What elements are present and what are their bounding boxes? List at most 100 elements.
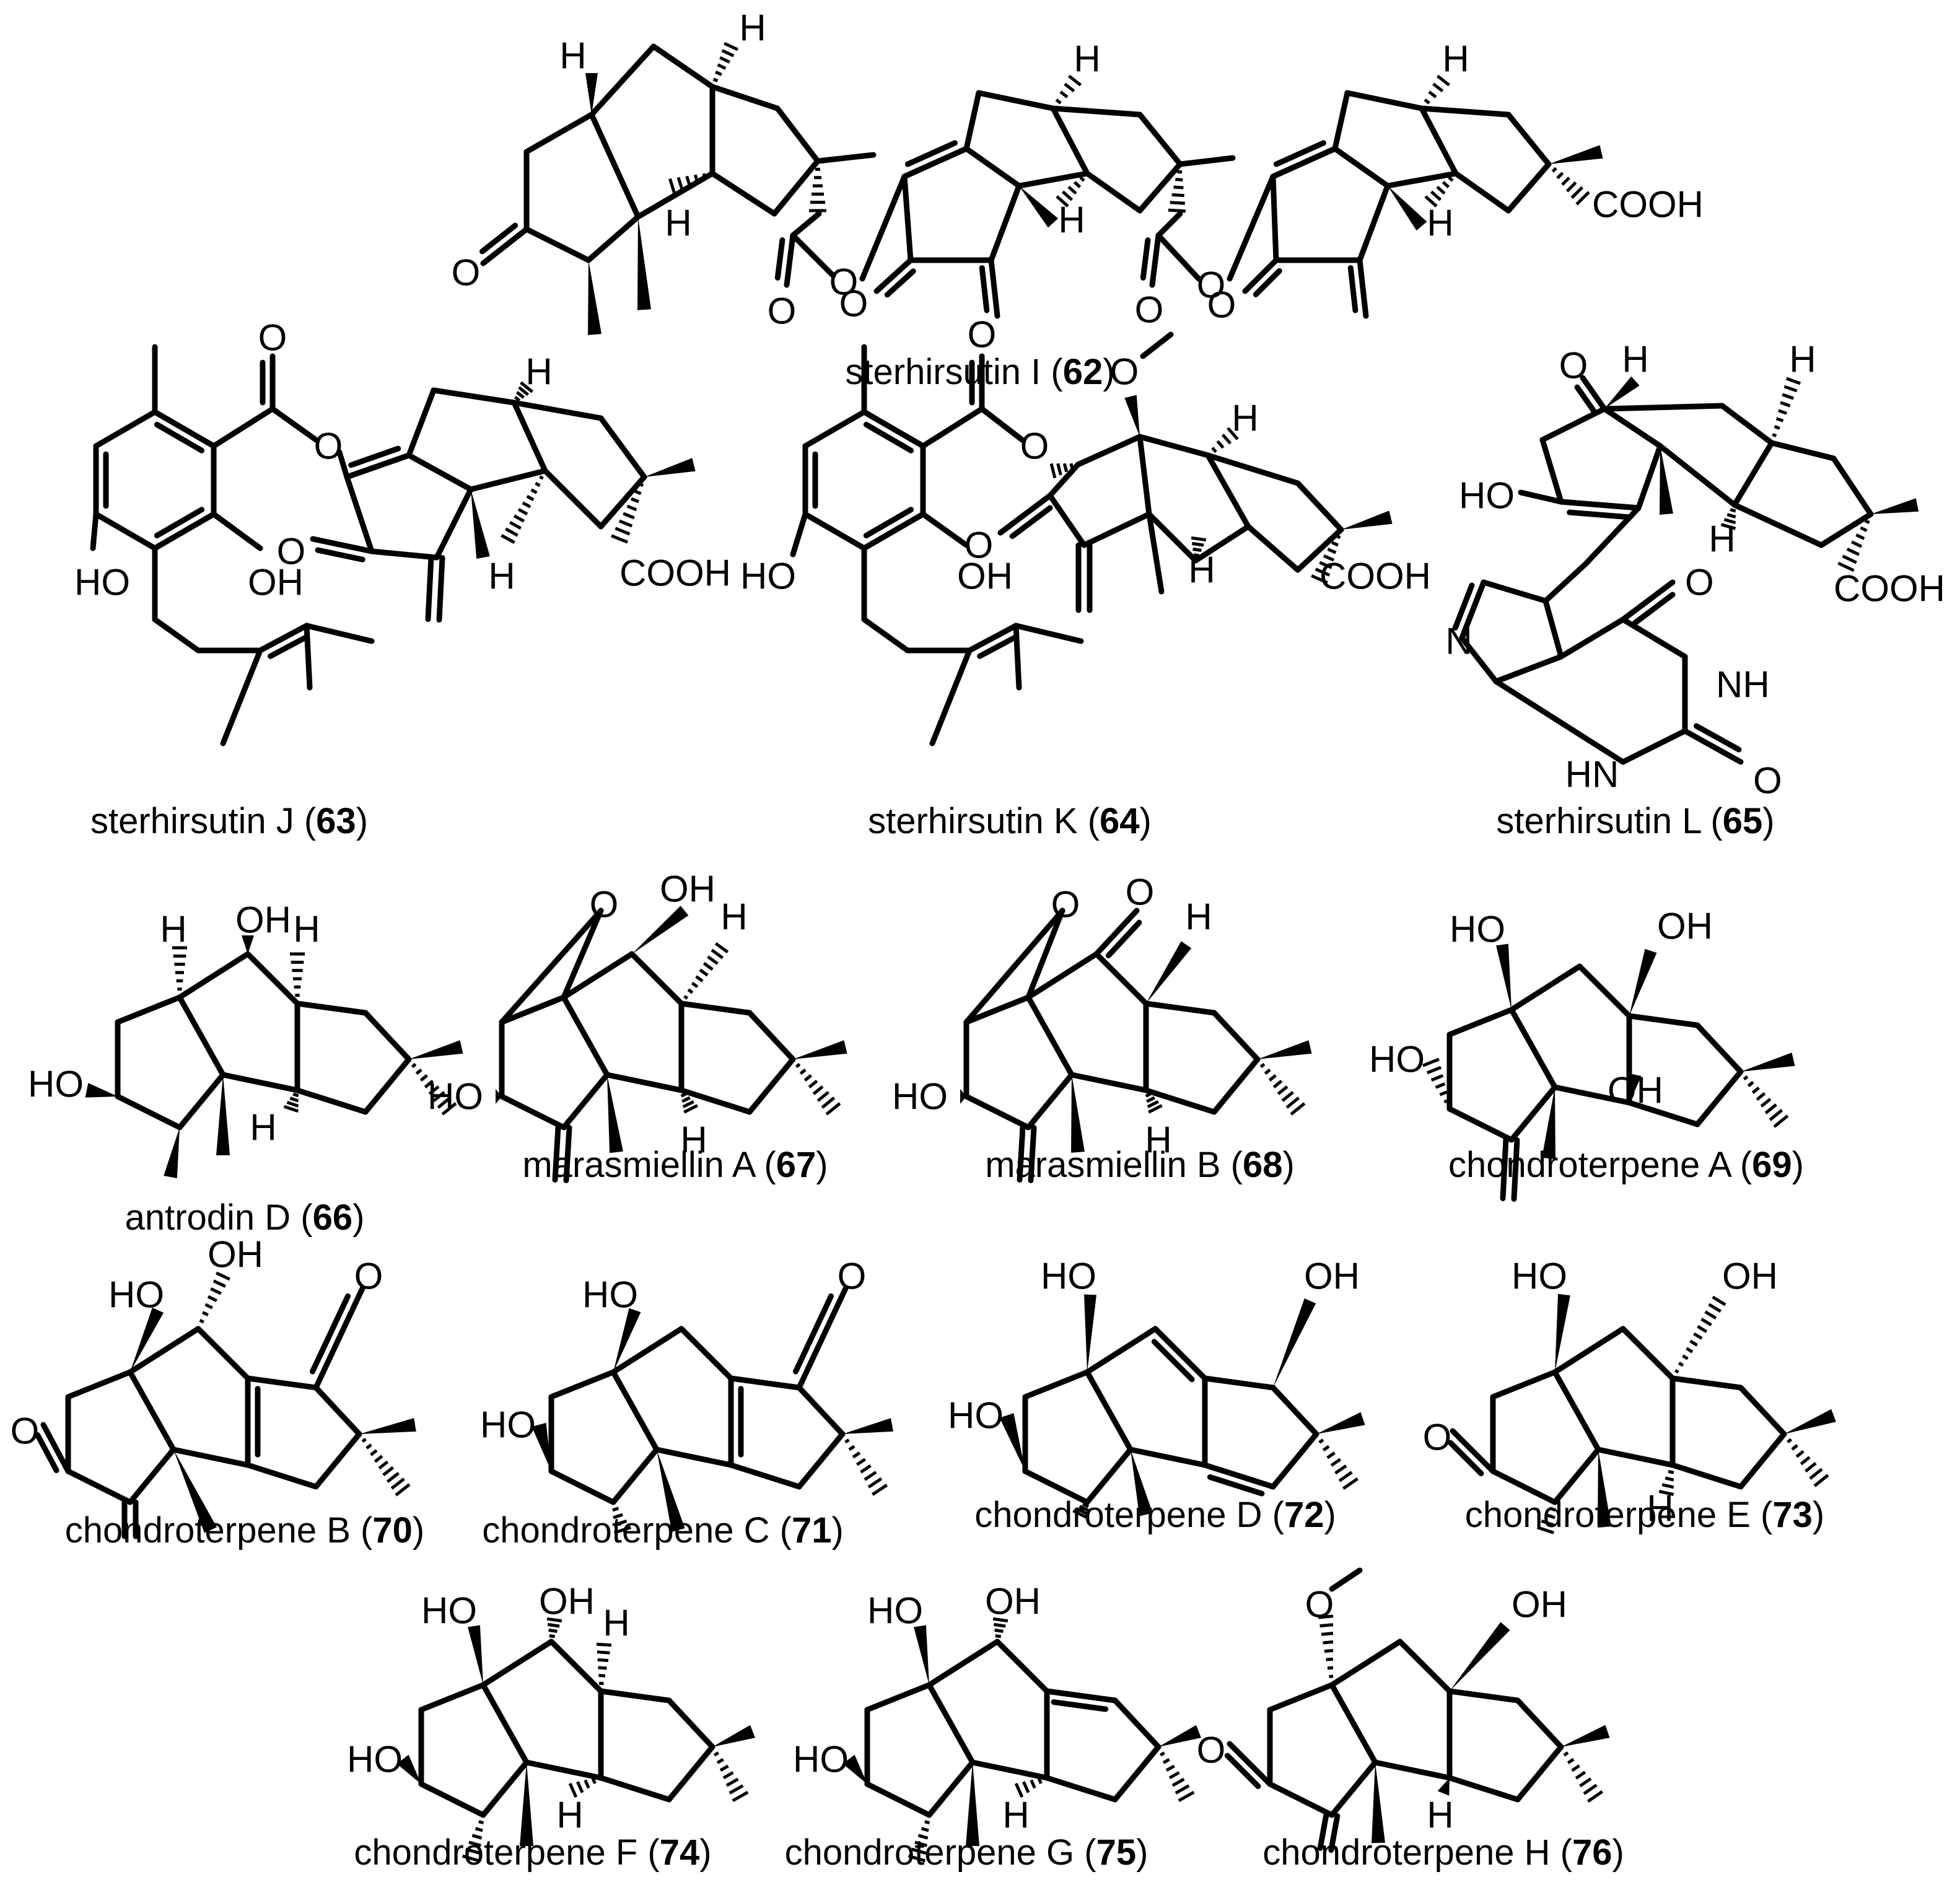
bond bbox=[65, 1468, 133, 1505]
bond bbox=[1620, 1326, 1676, 1381]
bond bbox=[511, 400, 604, 421]
hash-bond bbox=[1056, 176, 1085, 208]
bond bbox=[313, 1431, 362, 1490]
bond bbox=[1539, 437, 1564, 505]
bond bbox=[1013, 623, 1022, 691]
bond bbox=[1329, 1638, 1403, 1688]
hash-bond bbox=[1563, 1751, 1603, 1803]
atom-label: O bbox=[1753, 760, 1782, 802]
atom-label: H bbox=[1427, 1795, 1453, 1836]
compound-caption: chondroterpene E (73) bbox=[1465, 1495, 1824, 1535]
bond bbox=[1669, 1462, 1744, 1490]
bond bbox=[976, 90, 1056, 112]
compound-caption: chondroterpene H (76) bbox=[1262, 1832, 1624, 1873]
bond bbox=[926, 1682, 976, 1765]
bond bbox=[654, 1446, 734, 1468]
hash-bond bbox=[1772, 377, 1801, 437]
bond bbox=[728, 1462, 802, 1490]
bond bbox=[1446, 1688, 1521, 1704]
wedge-bond bbox=[637, 217, 651, 310]
bond bbox=[315, 547, 365, 562]
bond bbox=[1332, 90, 1350, 152]
wedge-bond bbox=[496, 1089, 502, 1104]
wedge-bond bbox=[842, 1754, 867, 1784]
bond bbox=[1583, 505, 1642, 567]
bond bbox=[873, 257, 914, 294]
bond bbox=[629, 951, 685, 1007]
bond bbox=[1192, 523, 1251, 564]
atom-label: HO bbox=[347, 1739, 403, 1780]
hash-bond bbox=[1674, 1295, 1726, 1374]
bond bbox=[152, 616, 201, 654]
bond bbox=[666, 1744, 715, 1803]
bond bbox=[257, 623, 310, 654]
wedge-bond bbox=[712, 1725, 755, 1747]
wedge-bond bbox=[216, 1075, 230, 1155]
atom-label: HO bbox=[1369, 1039, 1425, 1080]
bond bbox=[1446, 1007, 1515, 1038]
atom-label: HO bbox=[948, 1395, 1004, 1437]
hash-bond bbox=[290, 952, 305, 997]
compound-caption: marasmiellin A (67) bbox=[522, 1145, 828, 1185]
bond bbox=[1505, 112, 1552, 167]
bond bbox=[418, 1781, 486, 1818]
hash-bond bbox=[713, 1751, 749, 1803]
bond bbox=[1242, 257, 1279, 294]
atom-label: H bbox=[1232, 398, 1258, 439]
bond bbox=[963, 1093, 1031, 1131]
bond bbox=[1500, 1137, 1509, 1202]
bond bbox=[1177, 155, 1236, 167]
bond bbox=[1446, 1106, 1515, 1143]
bond bbox=[561, 951, 635, 1000]
bond bbox=[1447, 1440, 1484, 1477]
compound-number: 62 bbox=[1063, 352, 1103, 392]
wedge-bond bbox=[1316, 1412, 1365, 1434]
bond bbox=[1552, 1446, 1601, 1505]
bond bbox=[1452, 582, 1475, 631]
bond bbox=[1016, 170, 1090, 189]
hash-bond bbox=[1424, 176, 1454, 208]
bond bbox=[678, 1326, 734, 1381]
bond bbox=[963, 90, 982, 152]
bond bbox=[1137, 161, 1183, 214]
bond bbox=[1155, 232, 1202, 282]
bond bbox=[115, 994, 183, 1025]
bond bbox=[598, 474, 647, 530]
bond bbox=[1081, 511, 1152, 548]
hash-bond bbox=[546, 1617, 562, 1638]
bond bbox=[610, 1326, 685, 1375]
atom-label: COOH bbox=[1592, 184, 1704, 225]
bond bbox=[304, 623, 313, 691]
atom-label: OH bbox=[248, 562, 304, 603]
hash-bond bbox=[172, 946, 187, 991]
bond bbox=[177, 951, 251, 1000]
bond bbox=[1539, 406, 1608, 443]
atom-label: O bbox=[1126, 872, 1155, 913]
bond bbox=[1127, 1446, 1208, 1468]
bond bbox=[523, 1759, 604, 1781]
bond bbox=[1738, 1385, 1787, 1437]
wedge-bond bbox=[585, 73, 598, 115]
bond bbox=[434, 486, 474, 561]
compound-number: 73 bbox=[1772, 1495, 1813, 1535]
bond bbox=[746, 1010, 796, 1062]
bond bbox=[1397, 1638, 1453, 1694]
compound-name: marasmiellin A ( bbox=[522, 1145, 776, 1185]
compound-number: 68 bbox=[1243, 1145, 1283, 1185]
bond bbox=[963, 908, 1065, 1025]
bond bbox=[963, 994, 1031, 1025]
wedge-bond bbox=[613, 1308, 641, 1372]
atom-label: HO bbox=[740, 556, 796, 597]
compound-name: sterhirsutin K ( bbox=[868, 801, 1100, 841]
wedge-bond bbox=[1604, 376, 1640, 409]
bond bbox=[1137, 112, 1183, 167]
bond bbox=[1270, 146, 1338, 180]
compound-name: chondroterpene G ( bbox=[785, 1832, 1096, 1873]
compound-number: 69 bbox=[1752, 1145, 1792, 1185]
bond bbox=[863, 421, 914, 453]
hash-bond bbox=[1145, 1092, 1163, 1114]
bond bbox=[1084, 170, 1143, 214]
bond bbox=[1347, 265, 1358, 313]
bond bbox=[1635, 443, 1663, 511]
